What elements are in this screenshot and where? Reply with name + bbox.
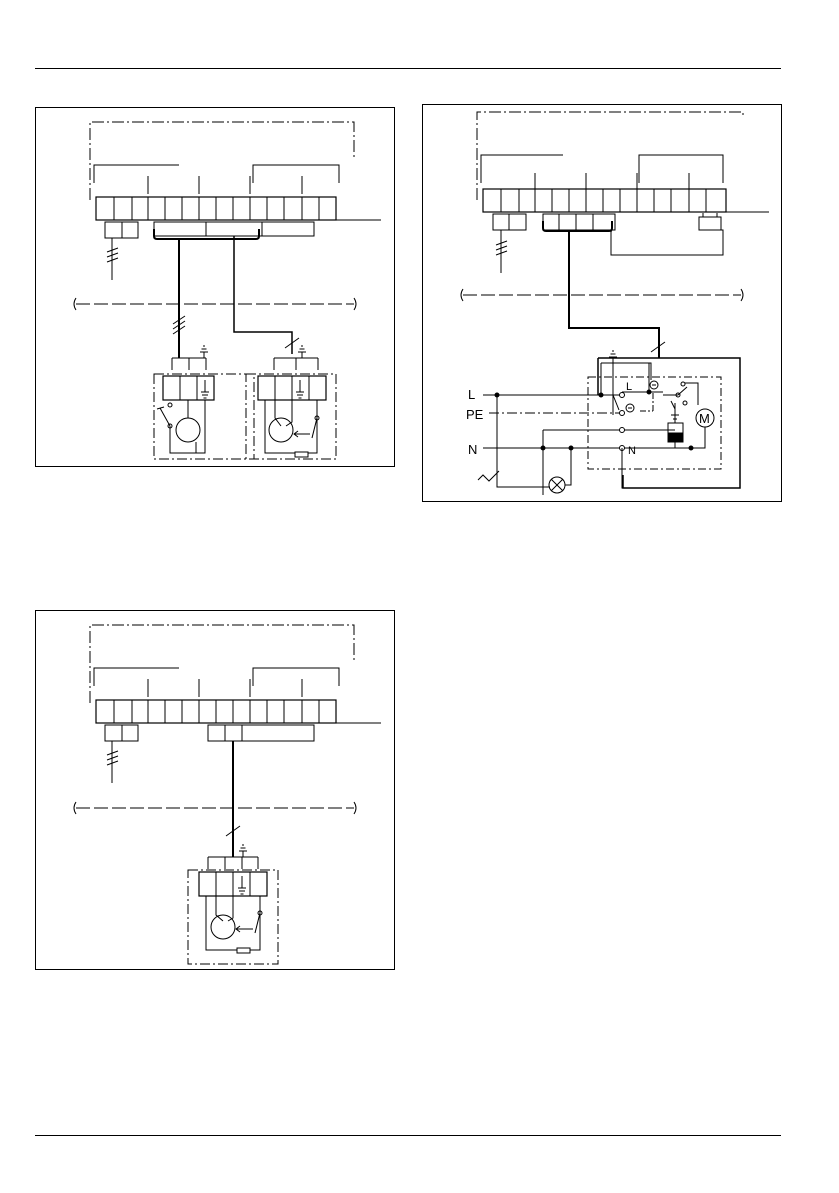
earth-symbol-3 bbox=[239, 845, 247, 857]
terminal-strip bbox=[483, 189, 769, 212]
earth-symbol-4 bbox=[609, 351, 617, 363]
motor-circle-2 bbox=[269, 418, 293, 442]
earth-symbol-1 bbox=[200, 346, 208, 358]
label-PE: PE bbox=[466, 407, 484, 422]
indicator-lamp bbox=[549, 477, 565, 493]
label-terminal-L: L bbox=[626, 381, 632, 393]
motor-circle-1 bbox=[176, 418, 200, 442]
header-rule bbox=[35, 68, 781, 69]
wiring-diagram-2 bbox=[35, 610, 395, 970]
label-L: L bbox=[468, 387, 475, 402]
terminal-strip bbox=[96, 700, 381, 723]
earth-symbol-2 bbox=[298, 346, 306, 358]
terminal-strip bbox=[96, 197, 381, 220]
load-2 bbox=[246, 346, 336, 459]
wiring-diagram-1 bbox=[35, 107, 395, 467]
load-3 bbox=[188, 845, 278, 964]
label-terminal-N: N bbox=[628, 445, 636, 457]
footer-rule bbox=[35, 1135, 781, 1136]
wiring-diagram-3: L L PE M N N bbox=[422, 104, 782, 502]
label-motor: M bbox=[699, 411, 710, 426]
load-1 bbox=[154, 346, 254, 459]
label-N: N bbox=[468, 442, 477, 457]
